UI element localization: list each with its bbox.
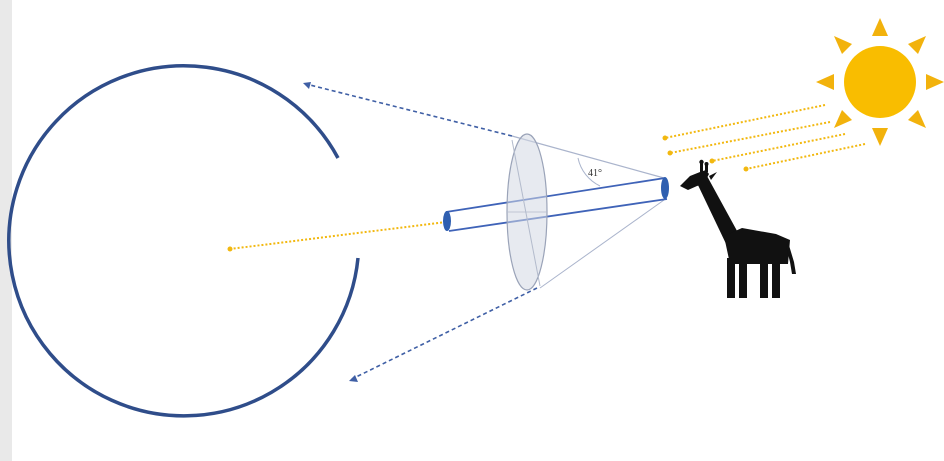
circle-arc: [7, 64, 360, 418]
cone-line-lower: [539, 199, 665, 289]
lens-disc: [506, 133, 548, 291]
angle-label: 41°: [588, 168, 602, 179]
angle-arc: [577, 157, 601, 187]
projection-arrow-bottom: [349, 375, 358, 382]
cone-line-upper: [511, 135, 665, 179]
light-ray-center-dot: [227, 246, 233, 252]
projection-line-bottom: [351, 287, 538, 380]
cylinder-top-edge: [445, 177, 666, 213]
sun-icon: [816, 18, 944, 146]
cylinder-bottom-edge: [448, 198, 668, 232]
light-ray-center: [229, 221, 447, 250]
cylinder-front-end: [661, 177, 669, 199]
sun-light-rays: [664, 104, 866, 170]
cylinder-back-end: [443, 211, 451, 231]
projection-arrow-top: [303, 82, 311, 89]
left-edge-bar: [0, 0, 12, 461]
projection-line-top: [305, 83, 513, 137]
sun-light-ray-heads: [662, 135, 749, 172]
giraffe-icon: [680, 159, 796, 298]
